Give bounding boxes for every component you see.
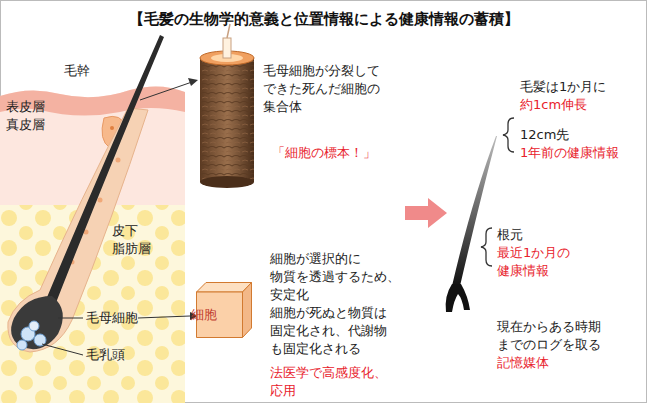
note-text: 最近1か月の 健康情報 (497, 244, 570, 280)
note-text: 「細胞の標本！」 (272, 144, 376, 162)
note-text: 細胞が死ぬと物質は 固定化され、代謝物 も固定化される (270, 304, 387, 358)
cube-label: 細胞 (191, 306, 217, 324)
note-text: 細胞が選択的に 物質を透過するため、 安定化 (270, 250, 400, 304)
cell-cube: 細胞 (196, 282, 252, 338)
note-text: 法医学で高感度化、応用 (270, 364, 387, 400)
part-label: 毛母細胞 (86, 309, 138, 327)
layer-label: 皮下 脂肪層 (112, 222, 151, 258)
part-label: 毛幹 (64, 62, 90, 80)
note-text: 毛母細胞が分裂して できた死んだ細胞の 集合体 (263, 62, 380, 116)
note-text: 12cm先 (520, 126, 569, 144)
diagram-title: 【毛髪の生物学的意義と位置情報による健康情報の蓄積】 (129, 10, 519, 29)
note-text: 現在からある時期 までのログを取る (497, 318, 601, 354)
note-text: 記憶媒体 (497, 354, 549, 372)
note-text: 1年前の健康情報 (520, 144, 619, 162)
note-text: 根元 (497, 226, 523, 244)
part-label: 毛乳頭 (86, 346, 125, 364)
note-text: 毛髪は1か月に (520, 78, 606, 96)
note-text: 約1cm伸長 (520, 96, 587, 114)
layer-label: 表皮層 (6, 98, 45, 116)
layer-label: 真皮層 (6, 116, 45, 134)
